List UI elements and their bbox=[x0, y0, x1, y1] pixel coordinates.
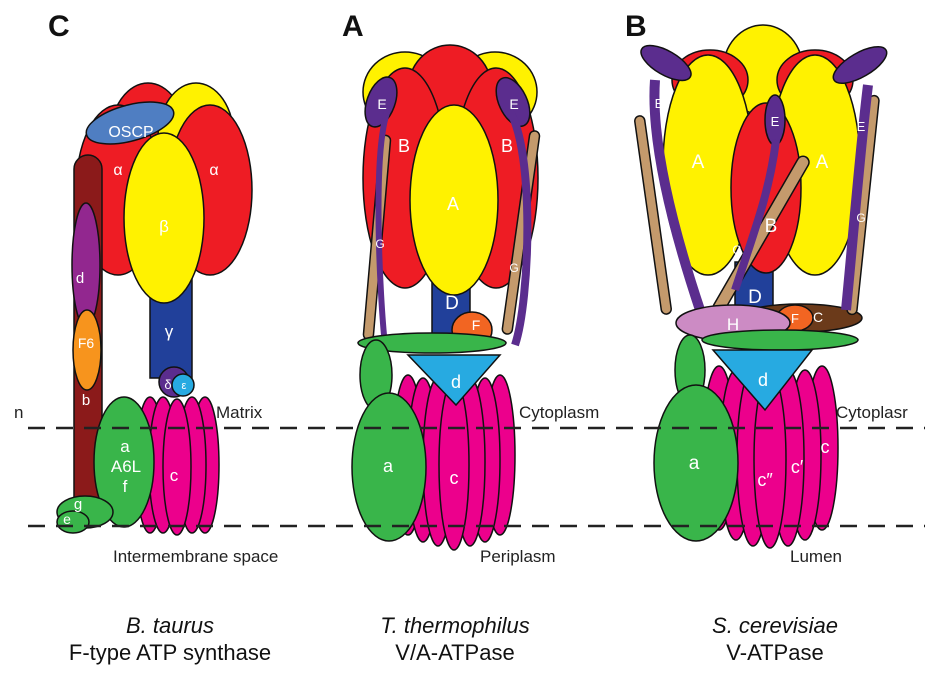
cytoplasm-label: Cytoplasr bbox=[836, 403, 908, 422]
intermembrane-space-label: Intermembrane space bbox=[113, 547, 278, 566]
b-label: B bbox=[765, 216, 778, 237]
d-label: d bbox=[76, 270, 84, 287]
f6-label: F6 bbox=[78, 335, 95, 351]
panel-b-letter: B bbox=[625, 10, 647, 43]
g-right-label: G bbox=[856, 211, 865, 225]
a-label: a bbox=[120, 437, 130, 456]
panel-b: B bbox=[625, 10, 908, 566]
c-label: c bbox=[450, 468, 459, 488]
g-label: g bbox=[74, 496, 82, 513]
a-membrane-label: a bbox=[383, 456, 394, 476]
a-membrane-label: a bbox=[689, 453, 700, 474]
lumen-label: Lumen bbox=[790, 547, 842, 566]
d-upper-label: D bbox=[748, 287, 762, 308]
matrix-label: Matrix bbox=[216, 403, 263, 422]
g-right-label: G bbox=[509, 261, 518, 275]
f-label: F bbox=[791, 311, 799, 326]
gamma-label: γ bbox=[165, 322, 174, 341]
e-right-label: E bbox=[857, 119, 866, 134]
g-left-label: G bbox=[375, 237, 384, 251]
b-left-label: B bbox=[398, 136, 410, 156]
caption-a: T. thermophilus V/A-ATPase bbox=[330, 612, 580, 666]
b-right-label: B bbox=[501, 136, 513, 156]
c-label: c bbox=[170, 466, 179, 485]
f-label: f bbox=[123, 477, 128, 496]
caption-b-type: V-ATPase bbox=[660, 639, 890, 666]
d-lower-label: d bbox=[758, 370, 768, 390]
alpha-right-label: α bbox=[209, 162, 218, 179]
e-left-label: E bbox=[377, 96, 386, 112]
caption-c-species: B. taurus bbox=[40, 612, 300, 639]
beta-label: β bbox=[159, 217, 169, 236]
periplasm-label: Periplasm bbox=[480, 547, 556, 566]
caption-b: S. cerevisiae V-ATPase bbox=[660, 612, 890, 666]
d-subunit bbox=[72, 203, 100, 327]
a-center-label: A bbox=[447, 194, 459, 214]
caption-b-species: S. cerevisiae bbox=[660, 612, 890, 639]
f-label: F bbox=[472, 317, 481, 333]
d-lower-label: d bbox=[451, 372, 461, 392]
epsilon-label: ε bbox=[182, 380, 187, 392]
a-left-label: A bbox=[692, 152, 705, 173]
e-left-label: E bbox=[655, 96, 664, 111]
c-double-prime-label: c″ bbox=[757, 470, 773, 490]
caption-c-type: F-type ATP synthase bbox=[40, 639, 300, 666]
e-subunit bbox=[57, 511, 89, 533]
panel-c: C OSCP α α β γ bbox=[14, 10, 278, 566]
cut-off-label: n bbox=[14, 403, 23, 422]
alpha-left-label: α bbox=[113, 162, 122, 179]
e-right-label: E bbox=[509, 96, 518, 112]
e-label: e bbox=[63, 511, 71, 527]
e-mid-label: E bbox=[771, 114, 780, 129]
h-label: H bbox=[727, 315, 739, 334]
c-subunit-collar bbox=[702, 330, 858, 350]
panel-a-letter: A bbox=[342, 10, 364, 43]
a-right-label: A bbox=[816, 152, 829, 173]
panel-a: A E E B bbox=[342, 10, 599, 566]
oscp-label: OSCP bbox=[108, 124, 153, 141]
a6l-label: A6L bbox=[111, 457, 141, 476]
c-prime-label: c′ bbox=[791, 457, 804, 477]
caption-a-type: V/A-ATPase bbox=[330, 639, 580, 666]
g-mid-label: G bbox=[732, 243, 741, 257]
cytoplasm-label: Cytoplasm bbox=[519, 403, 599, 422]
caption-a-species: T. thermophilus bbox=[330, 612, 580, 639]
c-label: c bbox=[821, 437, 830, 457]
caption-c: B. taurus F-type ATP synthase bbox=[40, 612, 300, 666]
d-upper-label: D bbox=[445, 293, 459, 314]
c-upper-label: C bbox=[813, 309, 823, 325]
delta-label: δ bbox=[164, 377, 171, 392]
panel-c-letter: C bbox=[48, 10, 70, 43]
b-label: b bbox=[82, 392, 90, 409]
